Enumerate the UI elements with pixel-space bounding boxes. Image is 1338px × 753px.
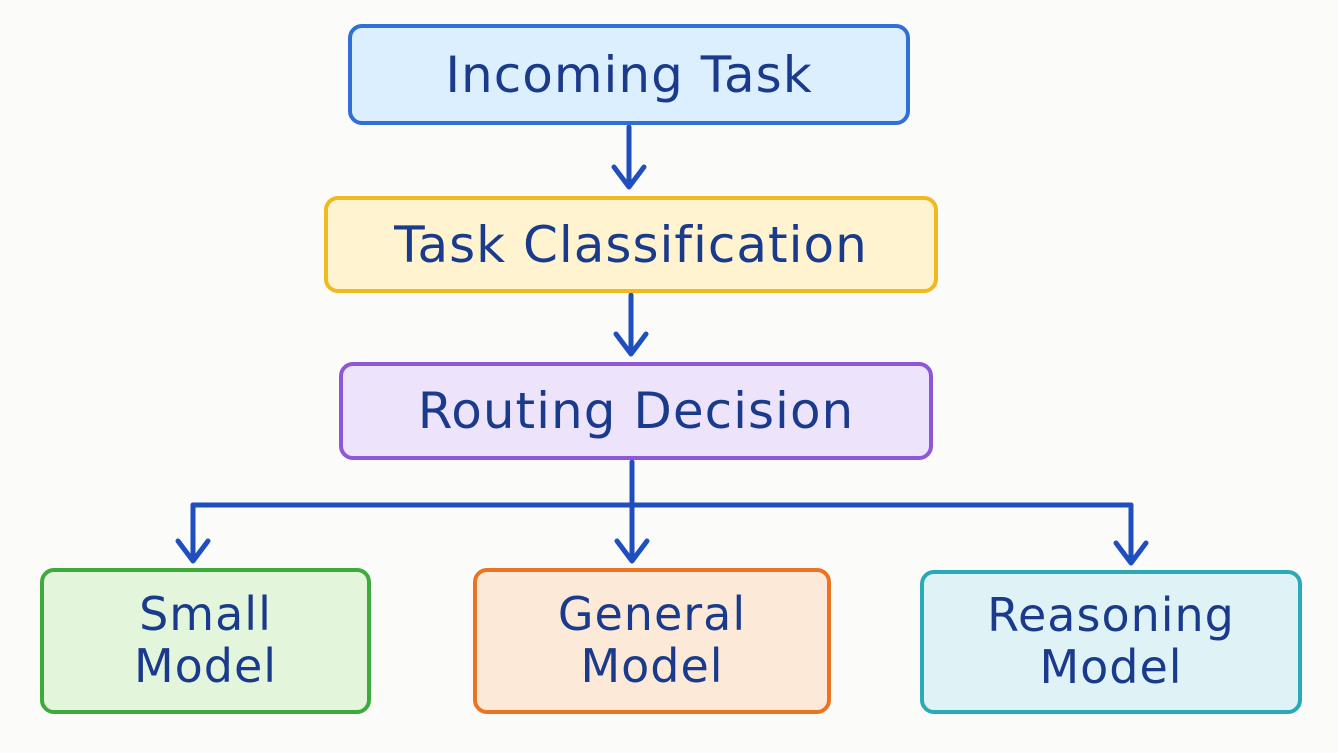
general-model-label-line2: Model — [580, 639, 724, 693]
incoming-task-label: Incoming Task — [445, 45, 813, 104]
reasoning-model-label-line1: Reasoning — [987, 588, 1235, 643]
small-model-label-line2: Model — [133, 639, 278, 693]
routing-decision-node: Routing Decision — [339, 362, 933, 460]
general-model-node: General Model — [473, 568, 831, 714]
edge-routing-to-general — [614, 502, 650, 564]
task-classification-label: Task Classification — [394, 215, 868, 274]
routing-decision-label: Routing Decision — [417, 382, 855, 440]
edge-routing-to-small — [175, 502, 211, 564]
incoming-task-node: Incoming Task — [348, 24, 910, 125]
general-model-label-line1: General — [557, 587, 747, 642]
edge-routing-to-reasoning — [1113, 502, 1149, 566]
reasoning-model-label-line2: Model — [1039, 640, 1183, 694]
task-classification-node: Task Classification — [324, 196, 938, 293]
edge-routing-trunk — [190, 459, 1134, 508]
small-model-label-line1: Small — [139, 587, 272, 642]
edge-incoming-to-classification — [611, 124, 647, 190]
reasoning-model-node: Reasoning Model — [920, 570, 1302, 714]
edge-classification-to-routing — [613, 292, 649, 357]
small-model-node: Small Model — [40, 568, 371, 714]
